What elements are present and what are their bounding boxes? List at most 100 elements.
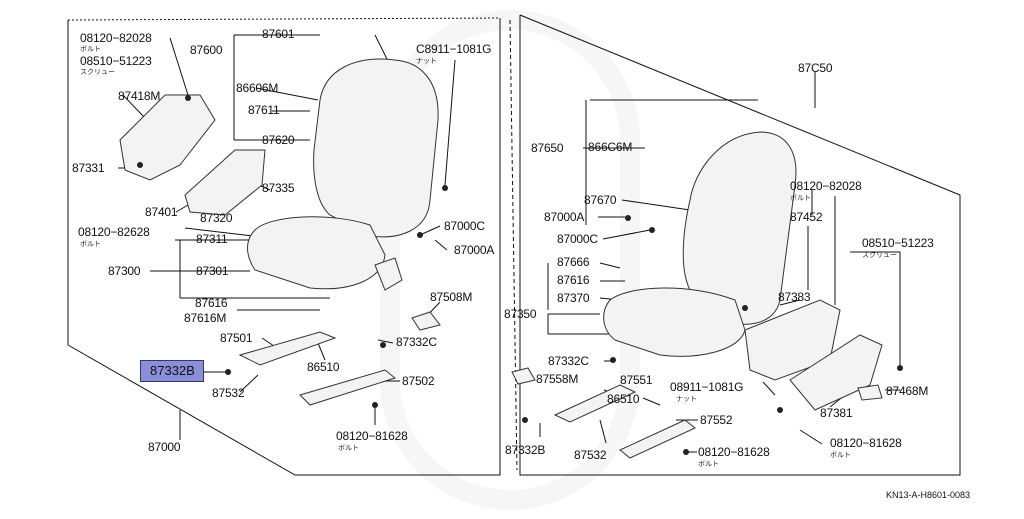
part-label: 87401 bbox=[145, 205, 178, 219]
part-sublabel: ボルト bbox=[698, 460, 719, 468]
right-knob bbox=[857, 384, 883, 401]
part-label: 87418M bbox=[118, 89, 161, 103]
part-label: 87381 bbox=[820, 406, 853, 420]
right-seat-rail bbox=[619, 419, 696, 459]
part-sublabel: スクリュー bbox=[862, 251, 897, 259]
part-label: 87000A bbox=[454, 243, 495, 257]
part-label: 87558M bbox=[536, 372, 579, 386]
part-label: C8911−1081G bbox=[416, 42, 492, 56]
part-label: 08510−51223 bbox=[80, 54, 152, 68]
part-label: 87508M bbox=[430, 290, 473, 304]
diagram-code: KN13-A-H8601-0083 bbox=[886, 490, 971, 500]
left-lever-cover bbox=[411, 311, 441, 331]
part-label: 08120−81628 bbox=[698, 445, 770, 459]
left-hinge-bracket bbox=[119, 94, 216, 181]
left-nut-1 bbox=[442, 185, 448, 191]
part-label: 87620 bbox=[262, 133, 295, 147]
part-label: 87331 bbox=[72, 161, 105, 175]
left-bolt-6 bbox=[380, 342, 386, 348]
part-label: 87601 bbox=[262, 27, 295, 41]
part-label: 87650 bbox=[531, 141, 564, 155]
left-frame bbox=[67, 18, 501, 476]
part-sublabel: ボルト bbox=[830, 451, 851, 459]
right-bolt-3 bbox=[610, 357, 616, 363]
right-bolt-6 bbox=[897, 365, 903, 371]
left-bolt-3 bbox=[417, 232, 423, 238]
part-label: 87332B bbox=[505, 443, 546, 457]
left-recliner-plate bbox=[184, 149, 266, 216]
left-bolt-2 bbox=[137, 162, 143, 168]
part-label: 87501 bbox=[220, 331, 253, 345]
part-label: 08120−82628 bbox=[78, 225, 150, 239]
right-recliner-plate bbox=[789, 334, 883, 411]
right-lever-cover bbox=[511, 367, 536, 385]
part-sublabel: ボルト bbox=[80, 240, 101, 248]
part-label: 86510 bbox=[307, 360, 340, 374]
left-seat-rail bbox=[299, 369, 397, 406]
part-label: 87552 bbox=[700, 413, 733, 427]
part-label: 87332C bbox=[396, 335, 437, 349]
right-bolt-8 bbox=[742, 305, 748, 311]
right-bolt-4 bbox=[522, 417, 528, 423]
right-seatback bbox=[682, 131, 797, 325]
part-label: 87452 bbox=[790, 210, 823, 224]
part-label: 87670 bbox=[584, 193, 617, 207]
right-cushion bbox=[603, 287, 746, 357]
part-label: 87468M bbox=[886, 384, 929, 398]
part-label: 08120−81628 bbox=[830, 436, 902, 450]
right-bolt-5 bbox=[683, 449, 689, 455]
right-frame bbox=[519, 14, 961, 476]
part-sublabel: ナット bbox=[676, 395, 697, 403]
part-sublabel: ボルト bbox=[790, 194, 811, 202]
part-label: 87551 bbox=[620, 373, 653, 387]
part-label: 08911−1081G bbox=[670, 380, 744, 394]
right-seat-track bbox=[553, 384, 637, 423]
part-label: 08120−82028 bbox=[80, 31, 152, 45]
part-label: 87300 bbox=[108, 264, 141, 278]
part-label: 87532 bbox=[574, 448, 607, 462]
right-bolt-2 bbox=[649, 227, 655, 233]
part-label: 87350 bbox=[504, 307, 537, 321]
part-label: 87000C bbox=[444, 219, 485, 233]
part-label: 87611 bbox=[248, 103, 280, 117]
part-sublabel: ボルト bbox=[80, 45, 101, 53]
part-label: 87370 bbox=[557, 291, 590, 305]
left-side-cover bbox=[374, 257, 403, 291]
left-seatback bbox=[313, 58, 439, 238]
left-bolt-5 bbox=[372, 402, 378, 408]
part-label: 87000A bbox=[544, 210, 585, 224]
part-label: 08120−81628 bbox=[336, 429, 408, 443]
part-label: 87666 bbox=[557, 255, 590, 269]
part-label: 866C6M bbox=[588, 140, 633, 154]
part-label: 86510 bbox=[607, 392, 640, 406]
part-label: 87332C bbox=[548, 354, 589, 368]
left-seat-track bbox=[238, 331, 337, 366]
part-label: 87320 bbox=[200, 211, 233, 225]
part-label: 87311 bbox=[196, 232, 228, 246]
right-bolt-1 bbox=[625, 215, 631, 221]
left-bolt-4 bbox=[225, 369, 231, 375]
part-label: 87000C bbox=[557, 232, 598, 246]
part-label: 08120−82028 bbox=[790, 179, 862, 193]
part-sublabel: ナット bbox=[416, 57, 437, 65]
part-label: 87335 bbox=[262, 181, 295, 195]
part-label: 87616 bbox=[195, 296, 228, 310]
part-sublabel: ボルト bbox=[338, 444, 359, 452]
left-cushion bbox=[247, 216, 386, 290]
part-label: 87301 bbox=[196, 264, 229, 278]
left-bolt-1 bbox=[185, 95, 191, 101]
right-bolt-7 bbox=[777, 407, 783, 413]
part-label: 87000 bbox=[148, 440, 181, 454]
part-sublabel: スクリュー bbox=[80, 68, 115, 76]
part-label: 87383 bbox=[778, 290, 811, 304]
part-label: 87616 bbox=[557, 273, 590, 287]
part-label: 87532 bbox=[212, 386, 245, 400]
part-label: 87616M bbox=[184, 311, 227, 325]
part-label: 86606M bbox=[236, 81, 279, 95]
part-label: 08510−51223 bbox=[862, 236, 934, 250]
part-label: 87600 bbox=[190, 43, 223, 57]
highlighted-part-87332B[interactable]: 87332B bbox=[140, 360, 204, 382]
part-label: 87502 bbox=[402, 374, 435, 388]
